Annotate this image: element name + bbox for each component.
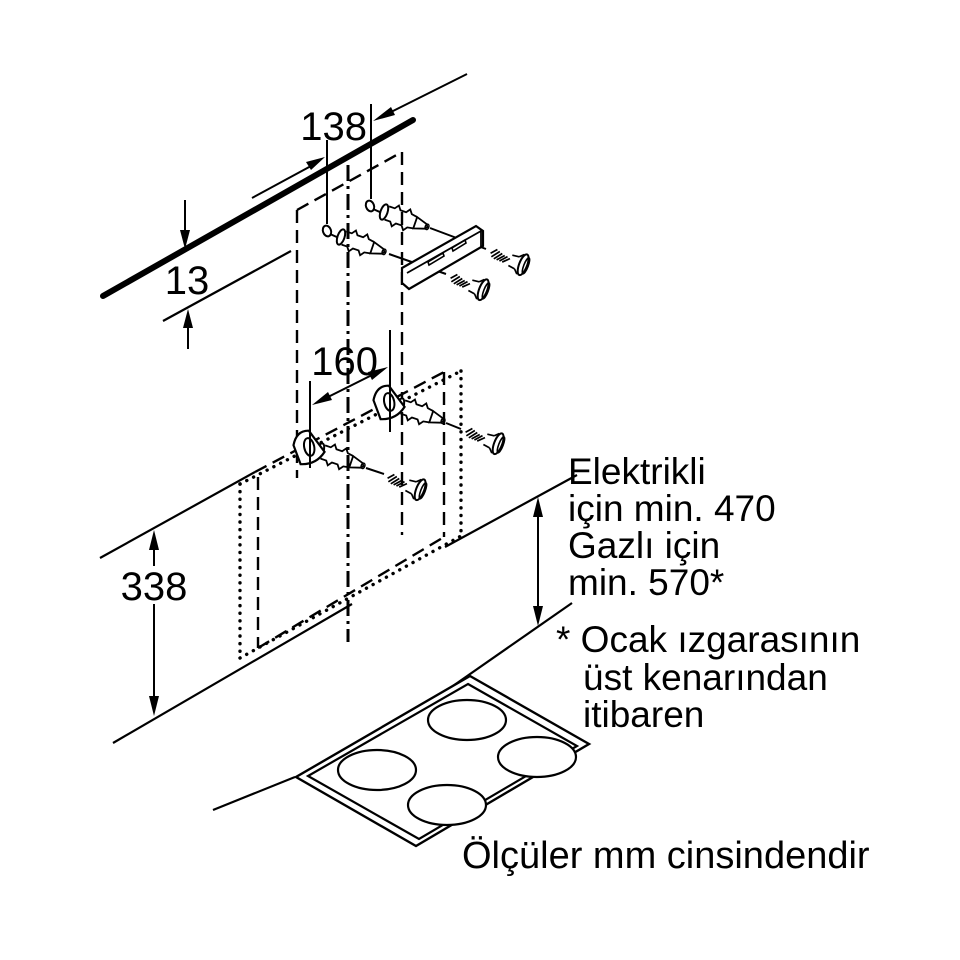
dimension-338-label: 338 — [121, 565, 188, 609]
burner-icon — [426, 698, 508, 742]
wall-holes — [321, 199, 376, 238]
clearance-note: Elektrikli için min. 470 Gazlı için min.… — [568, 451, 776, 603]
clearance-note-line4: min. 570* — [568, 562, 724, 603]
burner-icon — [496, 735, 578, 779]
dimension-138-label: 138 — [300, 105, 367, 149]
clearance-note-line1: Elektrikli — [568, 451, 706, 492]
dimension-338: 338 — [121, 530, 188, 716]
bracket-level-wall-line — [99, 471, 256, 559]
wall-anchor-icon — [392, 393, 450, 433]
chimney-outline-dashed — [295, 150, 404, 535]
dimension-138: 138 — [251, 73, 468, 224]
footnote-line2: üst kenarından — [583, 657, 828, 698]
wall-anchor-icon — [312, 438, 370, 478]
units-caption: Ölçüler mm cinsindendir — [462, 835, 870, 877]
ceiling-edge-line — [100, 117, 416, 299]
footnote: * Ocak ızgarasının üst kenarından itibar… — [556, 619, 860, 735]
burner-icon — [406, 783, 488, 827]
dimension-13: 13 — [165, 200, 210, 349]
ceiling-offset-line — [162, 250, 292, 322]
footnote-line3: itibaren — [583, 694, 704, 735]
screw-icon — [445, 266, 493, 303]
burner-icon — [336, 748, 418, 792]
hood-bottom-edge-line — [112, 603, 353, 744]
screw-icon — [382, 466, 430, 503]
hood-canopy-outline-dotted — [238, 369, 463, 660]
dimension-160: 160 — [309, 330, 391, 468]
cooktop — [212, 674, 592, 848]
hood-bottom-leader-line — [444, 474, 578, 548]
clearance-dimension-arrow — [533, 497, 543, 626]
clearance-note-line3: Gazlı için — [568, 525, 720, 566]
dimension-160-label: 160 — [311, 340, 378, 384]
dimension-13-label: 13 — [165, 259, 210, 303]
footnote-line1: * Ocak ızgarasının — [556, 619, 860, 660]
cooktop-top-leader-line — [449, 602, 573, 689]
screw-icon — [460, 420, 508, 457]
hood-body-outline-dashed — [254, 370, 446, 650]
mounting-rail — [400, 224, 485, 291]
wall-anchor-icon — [333, 224, 391, 264]
clearance-note-line2: için min. 470 — [568, 488, 776, 529]
counter-edge-line — [212, 775, 296, 812]
wall-anchor-icon — [376, 199, 434, 239]
screw-icon — [485, 241, 533, 278]
